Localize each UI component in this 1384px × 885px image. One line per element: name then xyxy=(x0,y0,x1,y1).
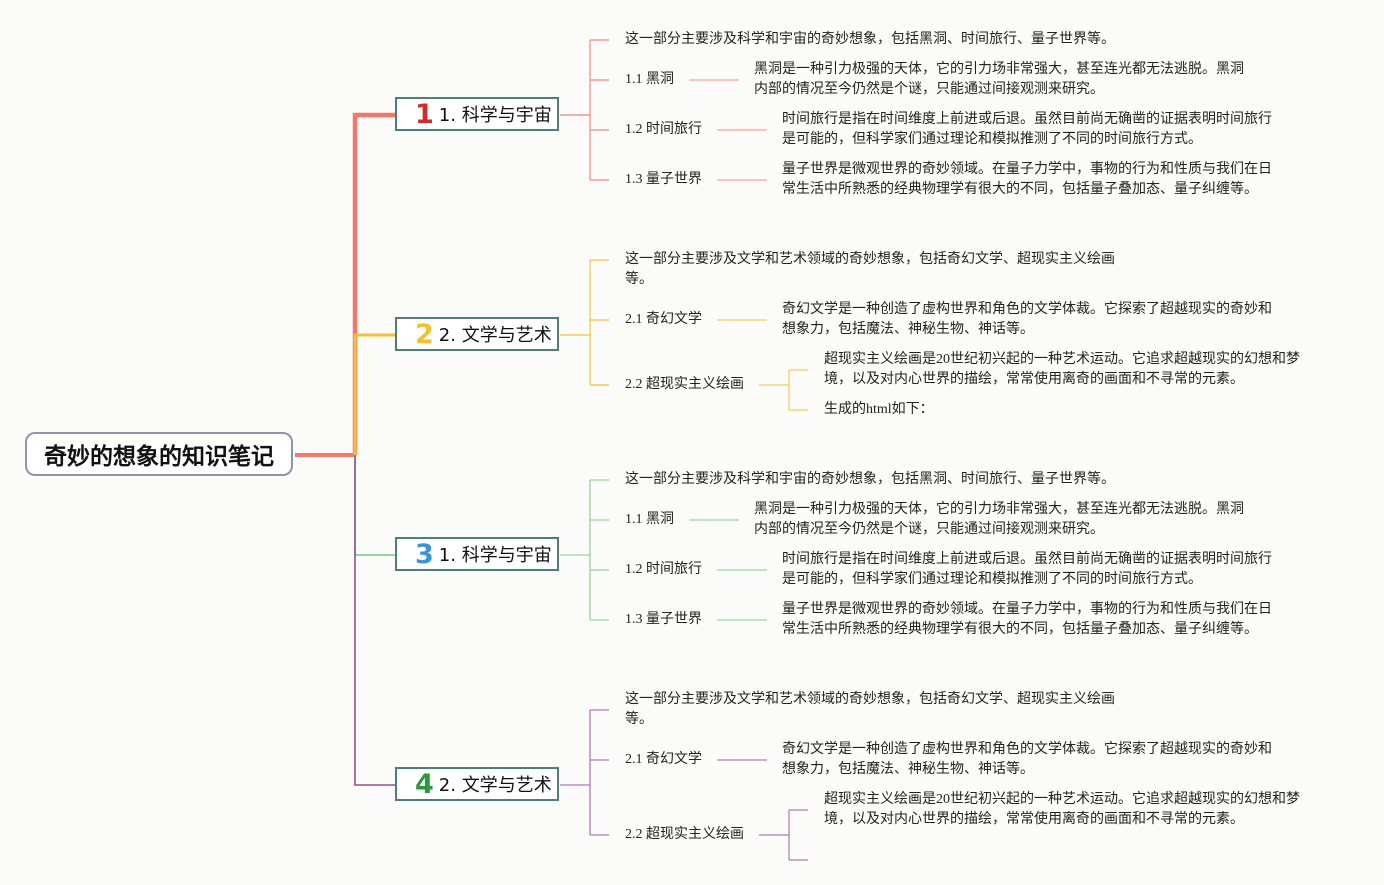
branch-3-topic[interactable]: 3 1. 科学与宇宙 xyxy=(395,537,559,571)
item-1-3-label[interactable]: 1.3 量子世界 xyxy=(625,172,702,187)
branch-2-topic[interactable]: 2 2. 文学与艺术 xyxy=(395,317,559,351)
branch1-leaf-lines xyxy=(689,79,767,181)
branch-4-topic[interactable]: 4 2. 文学与艺术 xyxy=(395,767,559,801)
branch2-trunk xyxy=(353,333,395,455)
number-2-icon: 2 xyxy=(415,318,434,350)
item-2-1-label[interactable]: 2.1 奇幻文学 xyxy=(625,312,702,327)
item-3-1-desc[interactable]: 黑洞是一种引力极强的天体，它的引力场非常强大，甚至连光都无法逃脱。黑洞内部的情况… xyxy=(754,502,1244,537)
number-1-icon: 1 xyxy=(415,98,434,130)
number-4-icon: 4 xyxy=(415,768,434,800)
item-2-1-desc[interactable]: 奇幻文学是一种创造了虚构世界和角色的文学体裁。它探索了超越现实的奇妙和想象力，包… xyxy=(782,302,1272,337)
item-2-2-extra[interactable]: 生成的html如下： xyxy=(824,402,934,417)
branch-2-title: 2. 文学与艺术 xyxy=(438,325,552,346)
branch-4-intro[interactable]: 这一部分主要涉及文学和艺术领域的奇妙想象，包括奇幻文学、超现实主义绘画等。 xyxy=(625,692,1115,727)
branch-1-intro[interactable]: 这一部分主要涉及科学和宇宙的奇妙想象，包括黑洞、时间旅行、量子世界等。 xyxy=(625,32,1115,47)
branch-3-title: 1. 科学与宇宙 xyxy=(438,545,552,566)
item-1-3-desc[interactable]: 量子世界是微观世界的奇妙领域。在量子力学中，事物的行为和性质与我们在日常生活中所… xyxy=(782,162,1272,197)
root-title: 奇妙的想象的知识笔记 xyxy=(44,444,274,470)
item-1-2-desc[interactable]: 时间旅行是指在时间维度上前进或后退。虽然目前尚无确凿的证据表明时间旅行是可能的，… xyxy=(782,112,1272,147)
branch1-children xyxy=(560,39,609,181)
item-4-2-label[interactable]: 2.2 超现实主义绘画 xyxy=(625,827,744,842)
item-3-1-label[interactable]: 1.1 黑洞 xyxy=(625,512,674,527)
item-4-1-desc[interactable]: 奇幻文学是一种创造了虚构世界和角色的文学体裁。它探索了超越现实的奇妙和想象力，包… xyxy=(782,742,1272,777)
branch4-leaf-lines xyxy=(717,759,808,861)
branch3-children xyxy=(560,479,609,621)
item-3-2-desc[interactable]: 时间旅行是指在时间维度上前进或后退。虽然目前尚无确凿的证据表明时间旅行是可能的，… xyxy=(782,552,1272,587)
branch1-trunk xyxy=(352,112,395,455)
item-3-3-desc[interactable]: 量子世界是微观世界的奇妙领域。在量子力学中，事物的行为和性质与我们在日常生活中所… xyxy=(782,602,1272,637)
branch-4-title: 2. 文学与艺术 xyxy=(438,775,552,796)
item-2-2-label[interactable]: 2.2 超现实主义绘画 xyxy=(625,377,744,392)
number-3-icon: 3 xyxy=(415,538,434,570)
branch4-children xyxy=(560,709,609,836)
branch-1-title: 1. 科学与宇宙 xyxy=(438,105,552,126)
branch-3-intro[interactable]: 这一部分主要涉及科学和宇宙的奇妙想象，包括黑洞、时间旅行、量子世界等。 xyxy=(625,472,1115,487)
item-1-2-label[interactable]: 1.2 时间旅行 xyxy=(625,122,702,137)
item-4-2-desc[interactable]: 超现实主义绘画是20世纪初兴起的一种艺术运动。它追求超越现实的幻想和梦境，以及对… xyxy=(824,792,1300,827)
item-3-3-label[interactable]: 1.3 量子世界 xyxy=(625,612,702,627)
item-3-2-label[interactable]: 1.2 时间旅行 xyxy=(625,562,702,577)
root-topic[interactable]: 奇妙的想象的知识笔记 xyxy=(25,432,293,476)
item-2-2-desc[interactable]: 超现实主义绘画是20世纪初兴起的一种艺术运动。它追求超越现实的幻想和梦境，以及对… xyxy=(824,352,1300,387)
branch3-leaf-lines xyxy=(689,519,767,621)
branch-1-topic[interactable]: 1 1. 科学与宇宙 xyxy=(395,97,559,131)
branch-2-intro[interactable]: 这一部分主要涉及文学和艺术领域的奇妙想象，包括奇幻文学、超现实主义绘画等。 xyxy=(625,252,1115,287)
branch2-children xyxy=(560,259,609,386)
branch2-leaf-lines xyxy=(717,319,808,411)
branch4-trunk xyxy=(354,455,395,786)
branch3-trunk xyxy=(354,455,395,556)
item-1-1-desc[interactable]: 黑洞是一种引力极强的天体，它的引力场非常强大，甚至连光都无法逃脱。黑洞内部的情况… xyxy=(754,62,1244,97)
item-1-1-label[interactable]: 1.1 黑洞 xyxy=(625,72,674,87)
item-4-1-label[interactable]: 2.1 奇幻文学 xyxy=(625,752,702,767)
